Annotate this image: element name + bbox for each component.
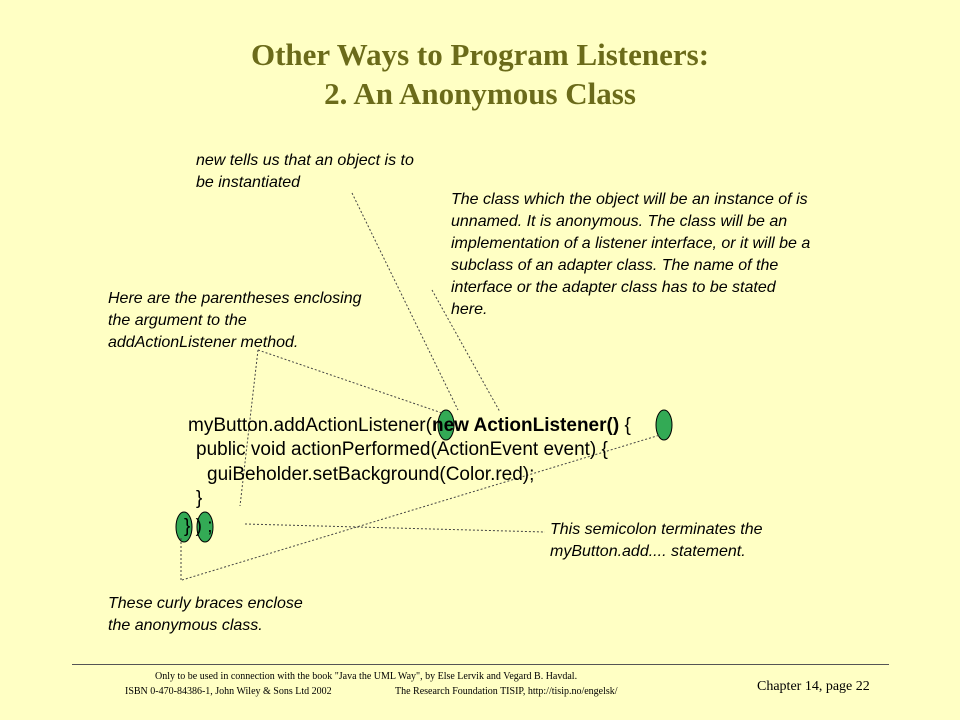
code-line-3: guiBeholder.setBackground(Color.red);	[207, 464, 535, 485]
code-line-1: myButton.addActionListener(new ActionLis…	[188, 414, 631, 438]
callout-line-new	[351, 192, 459, 411]
code-line-1-suffix: {	[619, 415, 631, 436]
callout-line-paren-right	[257, 349, 443, 414]
note-parentheses: Here are the parentheses enclosing the a…	[108, 290, 362, 351]
highlight-ovals	[175, 409, 673, 543]
code-line-5: } ) ;	[184, 516, 213, 537]
note-new-keyword: new tells us that an object is to be ins…	[196, 152, 414, 191]
callout-line-semicolon	[244, 523, 546, 533]
note-semicolon: This semicolon terminates the myButton.a…	[550, 521, 763, 560]
close-paren-highlight	[196, 511, 214, 543]
open-brace-highlight	[655, 409, 673, 441]
code-line-1-bold: new ActionListener()	[431, 415, 620, 436]
slide-title-line2: 2. An Anonymous Class	[324, 76, 636, 111]
close-brace-highlight	[175, 511, 193, 543]
footer-divider	[72, 664, 889, 665]
callout-line-braces-diag	[181, 434, 661, 581]
code-line-4: }	[196, 488, 203, 509]
footer-isbn: ISBN 0-470-84386-1, John Wiley & Sons Lt…	[125, 686, 332, 697]
slide-title-line1: Other Ways to Program Listeners:	[250, 37, 710, 72]
footer-copyright: Only to be used in connection with the b…	[155, 671, 578, 682]
callout-lines	[180, 192, 661, 581]
callout-line-class	[431, 289, 501, 413]
note-anonymous-class: The class which the object will be an in…	[451, 191, 811, 318]
page-number: Chapter 14, page 22	[757, 679, 870, 694]
open-paren-highlight	[437, 409, 455, 441]
code-line-1-prefix: myButton.addActionListener(	[188, 415, 432, 436]
footer-publisher: The Research Foundation TISIP, http://ti…	[395, 686, 618, 697]
code-line-2: public void actionPerformed(ActionEvent …	[196, 439, 608, 460]
note-curly-braces: These curly braces enclose the anonymous…	[108, 595, 303, 634]
